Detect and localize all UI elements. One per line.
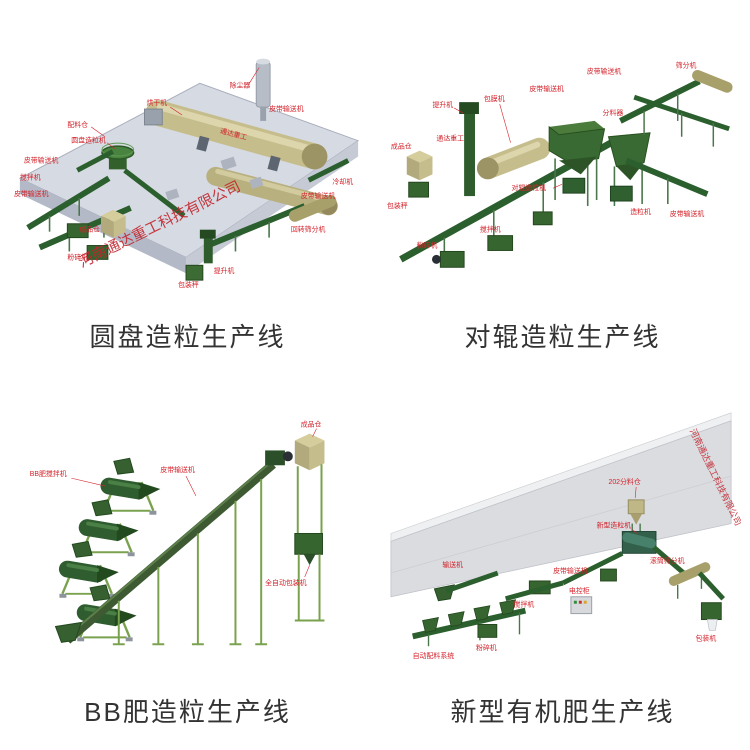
- caption-bb-line: BB肥造粒生产线: [84, 697, 291, 727]
- equipment-label: 电控柜: [568, 586, 589, 595]
- equipment-label: 皮带输送机: [13, 189, 48, 198]
- equipment-label: 对辊造粒机: [511, 183, 546, 192]
- equipment-label: 烘干机: [146, 98, 167, 107]
- equipment-label: 圆盘造粒机: [71, 136, 106, 145]
- equipment-label: 全自动包装机: [265, 578, 307, 587]
- equipment-label: 包膜机: [483, 94, 504, 103]
- equipment-label: 新型造粒机: [596, 521, 631, 530]
- equipment-labels: BB肥搅拌机 皮带输送机 成品仓 全自动包装机: [29, 420, 321, 587]
- product-card-roller-line: 通达重工 成品仓 包装秤 提升机 包膜机 皮带输送机 皮带输送机 筛分机 分料器…: [375, 0, 750, 375]
- equipment-label: 皮带输送机: [669, 209, 704, 218]
- caption-roller-line: 对辊造粒生产线: [464, 322, 661, 352]
- product-card-organic-line: 河南通达重工科技有限公司 202分料仓 输送机 自动配料系统 粉碎机 电控柜 新…: [375, 375, 750, 750]
- equipment-label: 配料仓: [67, 120, 88, 129]
- equipment-label: 成品仓: [79, 225, 100, 234]
- equipment-label: 输送机: [442, 560, 463, 569]
- machinery: [411, 499, 725, 647]
- equipment-label: 皮带输送机: [586, 66, 621, 75]
- equipment-label: 搅拌机: [513, 600, 534, 609]
- equipment-label: 皮带输送机: [300, 191, 335, 200]
- equipment-label: 皮带输送机: [269, 104, 304, 113]
- equipment-labels: 配料仓 皮带输送机 搅拌机 皮带输送机 烘干机 除尘器 皮带输送机 冷却机 皮带…: [13, 67, 353, 289]
- equipment-label: 成品仓: [300, 420, 321, 429]
- equipment-labels: 成品仓 包装秤 提升机 包膜机 皮带输送机 皮带输送机 筛分机 分料器 对辊造粒…: [386, 61, 703, 250]
- equipment-label: 皮带输送机: [160, 465, 195, 474]
- equipment-label: 202分料仓: [608, 477, 640, 486]
- machinery: [55, 433, 324, 645]
- equipment-label: 皮带输送机: [23, 155, 58, 164]
- equipment-label: 自动配料系统: [412, 651, 454, 660]
- equipment-label: 粉碎机: [475, 643, 496, 652]
- caption-organic-line: 新型有机肥生产线: [450, 697, 675, 727]
- equipment-label: 造粒机: [630, 207, 651, 216]
- disc-line-illustration: 河南通达重工科技有限公司 通达重工 配料仓 皮带输送机 搅拌机 皮带输送机 烘干…: [13, 58, 359, 289]
- equipment-label: 包装秤: [386, 201, 407, 210]
- product-card-bb-line: BB肥搅拌机 皮带输送机 成品仓 全自动包装机 BB肥造粒生产线: [0, 375, 375, 750]
- equipment-label: 成品仓: [390, 142, 411, 151]
- equipment-label: 粉碎机: [416, 241, 437, 250]
- equipment-labels: 202分料仓 输送机 自动配料系统 粉碎机 电控柜 新型造粒机 滚筒筛分机 包装…: [412, 477, 716, 660]
- equipment-label: 皮带输送机: [553, 566, 588, 575]
- bb-line-illustration: BB肥搅拌机 皮带输送机 成品仓 全自动包装机: [29, 420, 324, 682]
- machinery: [25, 58, 349, 281]
- equipment-label: 粉碎机: [67, 252, 88, 261]
- organic-line-illustration: 河南通达重工科技有限公司 202分料仓 输送机 自动配料系统 粉碎机 电控柜 新…: [390, 412, 741, 660]
- equipment-label: 筛分机: [675, 61, 696, 70]
- equipment-label: 皮带输送机: [529, 84, 564, 93]
- equipment-label: BB肥搅拌机: [29, 469, 66, 478]
- equipment-label: 滚筒筛分机: [650, 556, 685, 565]
- equipment-label: 冷却机: [332, 177, 353, 186]
- equipment-label: 搅拌机: [479, 225, 500, 234]
- machinery: [398, 69, 733, 268]
- brand-mark: 通达重工: [436, 134, 464, 143]
- equipment-label: 提升机: [432, 100, 453, 109]
- equipment-label: 提升机: [213, 266, 234, 275]
- equipment-label: 搅拌机: [19, 172, 40, 181]
- wall: [390, 412, 732, 598]
- equipment-label: 包装机: [695, 633, 716, 642]
- equipment-label: 除尘器: [229, 80, 250, 89]
- caption-disc-line: 圆盘造粒生产线: [89, 322, 286, 352]
- equipment-label: 分料器: [602, 108, 623, 117]
- equipment-label: 包装秤: [178, 280, 199, 289]
- equipment-label: 回转筛分机: [290, 225, 325, 234]
- roller-line-illustration: 通达重工 成品仓 包装秤 提升机 包膜机 皮带输送机 皮带输送机 筛分机 分料器…: [386, 61, 733, 268]
- product-card-disc-line: 河南通达重工科技有限公司 通达重工 配料仓 皮带输送机 搅拌机 皮带输送机 烘干…: [0, 0, 375, 375]
